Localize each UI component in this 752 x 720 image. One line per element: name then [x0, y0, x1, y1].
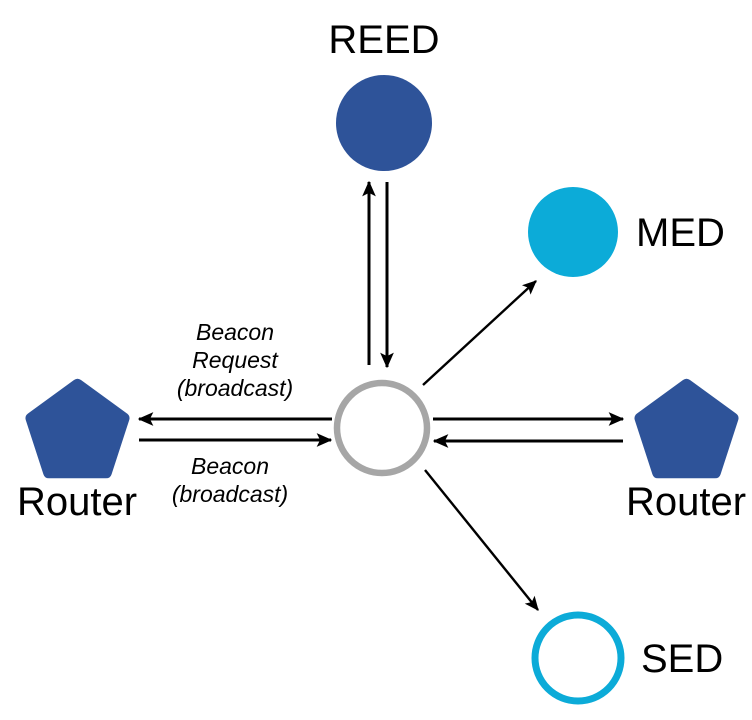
label-med: MED: [636, 211, 725, 255]
node-reed[interactable]: [336, 75, 432, 171]
label-reed: REED: [328, 18, 439, 62]
label-beacon-request-line2: Request: [192, 347, 279, 373]
node-med[interactable]: [528, 187, 618, 277]
label-beacon-request-line3: (broadcast): [177, 375, 293, 401]
label-beacon-line1: Beacon: [191, 453, 269, 479]
edge-center-to-med: [422, 280, 537, 386]
node-center[interactable]: [333, 379, 431, 477]
label-router-left: Router: [17, 480, 137, 524]
label-sed: SED: [641, 637, 723, 681]
label-beacon-line2: (broadcast): [172, 481, 288, 507]
node-router-left[interactable]: [25, 378, 130, 479]
node-sed[interactable]: [531, 611, 625, 705]
label-beacon-request-line1: Beacon: [196, 319, 274, 345]
node-router-right[interactable]: [634, 378, 739, 479]
label-router-right: Router: [626, 480, 746, 524]
edge-center-to-sed: [424, 469, 539, 611]
